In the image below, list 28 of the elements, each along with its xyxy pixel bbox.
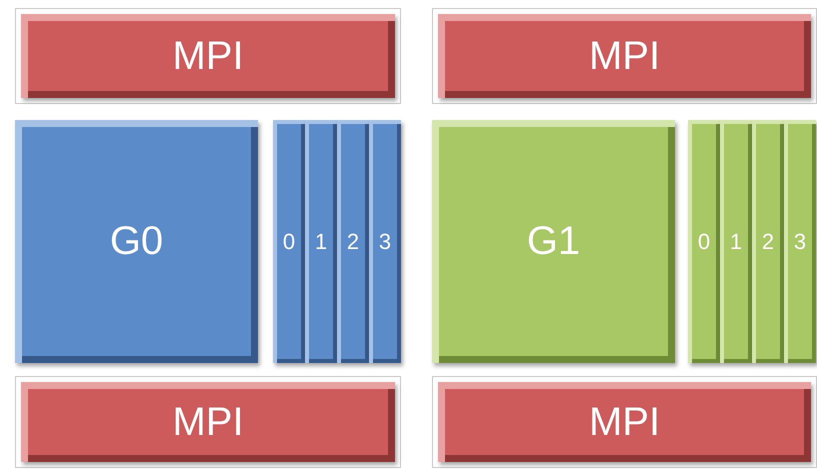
block-label: 3 [794, 228, 806, 254]
lane-strip [688, 120, 720, 363]
lane-strip [273, 120, 305, 363]
lane-strip [337, 120, 369, 363]
group-block [15, 120, 258, 363]
lane-strip [305, 120, 337, 363]
lane-strip [752, 120, 784, 363]
layer-bar [438, 382, 811, 462]
lane-strip [784, 120, 816, 363]
block-label: MPI [172, 34, 244, 78]
block-label: 2 [346, 228, 360, 254]
block-label: 3 [378, 228, 392, 254]
group-block [432, 120, 675, 363]
block-label: G0 [110, 219, 164, 264]
lane-strip [720, 120, 752, 363]
layer-bar [438, 14, 811, 98]
block-label: 0 [282, 228, 296, 254]
block-label: 2 [762, 228, 774, 254]
block-label: 1 [730, 228, 742, 254]
layer-bar [21, 14, 395, 98]
block-label: 1 [314, 228, 328, 254]
lane-strip [369, 120, 401, 363]
block-label: G1 [526, 219, 580, 264]
block-label: MPI [588, 34, 660, 78]
layer-bar [21, 382, 395, 462]
block-label: MPI [588, 400, 660, 444]
block-label: MPI [172, 400, 244, 444]
block-label: 0 [698, 228, 710, 254]
